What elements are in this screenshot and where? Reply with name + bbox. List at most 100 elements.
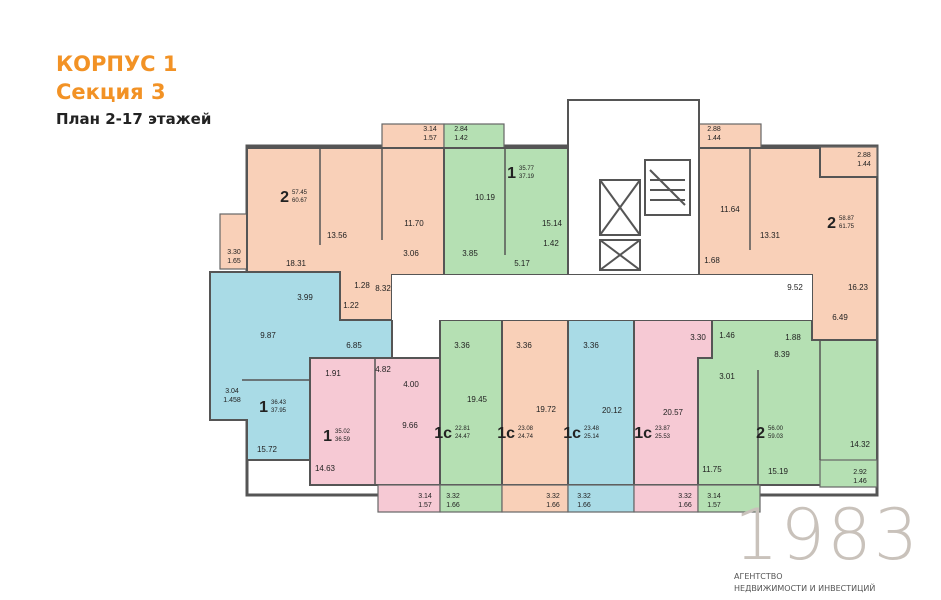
- apartment-area: 23.08: [518, 426, 534, 432]
- balcony-reduced-area: 1.458: [223, 397, 241, 404]
- apartment-total-area: 37.95: [271, 408, 287, 414]
- logo-number: 1983: [734, 494, 921, 576]
- apartment-area: 36.43: [271, 400, 287, 406]
- corridor: [392, 275, 812, 320]
- apartment-area: 23.48: [584, 426, 600, 432]
- balcony-reduced-area: 1.44: [857, 161, 871, 168]
- balcony-reduced-area: 1.57: [707, 502, 721, 509]
- plan-subtitle: План 2-17 этажей: [56, 110, 212, 128]
- room-area: 4.82: [375, 365, 391, 374]
- room-area: 20.12: [602, 406, 623, 415]
- balcony-reduced-area: 1.66: [577, 502, 591, 509]
- apartment-total-area: 37.19: [519, 174, 535, 180]
- room-area: 1.22: [343, 301, 359, 310]
- apartment-rooms: 1с: [634, 425, 652, 442]
- apartment-rooms: 1: [259, 399, 268, 416]
- balcony-9: [567, 484, 635, 513]
- balcony-10: [633, 484, 699, 513]
- balcony-reduced-area: 1.57: [423, 135, 437, 142]
- balcony-1: [443, 123, 505, 149]
- apartment-area: 35.02: [335, 429, 351, 435]
- balcony-reduced-area: 1.44: [707, 135, 721, 142]
- room-area: 3.36: [454, 341, 470, 350]
- room-area: 15.72: [257, 445, 278, 454]
- room-area: 10.19: [475, 193, 496, 202]
- apartment-rooms: 1с: [434, 425, 452, 442]
- logo-line-2: НЕДВИЖИМОСТИ И ИНВЕСТИЦИЙ: [734, 584, 876, 593]
- room-area: 11.70: [404, 219, 424, 228]
- apartment-rooms: 2: [280, 189, 289, 206]
- room-area-labels: 13.5618.3111.703.068.321.281.2210.193.85…: [257, 193, 871, 476]
- room-area: 15.19: [768, 467, 789, 476]
- balcony-reduced-area: 1.66: [546, 502, 560, 509]
- apartment-area: 58.87: [839, 216, 855, 222]
- balcony-reduced-area: 1.65: [227, 258, 241, 265]
- balcony-area: 3.14: [418, 493, 432, 500]
- room-area: 11.75: [702, 465, 722, 474]
- room-area: 3.99: [297, 293, 313, 302]
- apartment-area: 23.87: [655, 426, 671, 432]
- apartment-area: 22.81: [455, 426, 471, 432]
- balcony-area: 3.30: [227, 249, 241, 256]
- apartment-total-area: 24.74: [518, 434, 534, 440]
- balcony-4: [219, 213, 251, 270]
- balcony-area: 3.32: [678, 493, 692, 500]
- room-area: 11.64: [720, 205, 740, 214]
- room-area: 3.36: [583, 341, 599, 350]
- room-area: 14.32: [850, 440, 871, 449]
- balcony-reduced-area: 1.46: [853, 478, 867, 485]
- room-area: 9.52: [787, 283, 803, 292]
- room-area: 15.14: [542, 219, 563, 228]
- room-area: 3.36: [516, 341, 532, 350]
- room-area: 9.66: [402, 421, 418, 430]
- stair-core: [567, 99, 700, 276]
- room-area: 19.72: [536, 405, 557, 414]
- apt-studio-green: [439, 319, 503, 486]
- section-title: Секция 3: [56, 80, 166, 104]
- balcony-6: [377, 484, 441, 513]
- room-area: 1.46: [719, 331, 735, 340]
- room-area: 3.01: [719, 372, 735, 381]
- building-title: КОРПУС 1: [56, 52, 178, 76]
- apartment-total-area: 59.03: [768, 434, 784, 440]
- balcony-area: 3.32: [577, 493, 591, 500]
- balcony-area: 3.14: [707, 493, 721, 500]
- balcony-area: 3.14: [423, 126, 437, 133]
- apartment-area: 57.45: [292, 190, 308, 196]
- balcony-7: [439, 484, 503, 513]
- room-area: 5.17: [514, 259, 530, 268]
- balcony-area: 3.32: [546, 493, 560, 500]
- room-area: 13.56: [327, 231, 348, 240]
- room-area: 20.57: [663, 408, 684, 417]
- balcony-labels: 3.141.572.841.422.881.442.881.443.301.65…: [223, 126, 871, 509]
- balcony-area: 2.88: [857, 152, 871, 159]
- apartment-total-area: 60.67: [292, 198, 308, 204]
- room-area: 4.00: [403, 380, 419, 389]
- balconies-top: [219, 123, 878, 418]
- apartment-total-area: 24.47: [455, 434, 471, 440]
- room-area: 19.45: [467, 395, 488, 404]
- room-area: 3.30: [690, 333, 706, 342]
- room-area: 6.85: [346, 341, 362, 350]
- apartment-rooms: 1: [323, 428, 332, 445]
- apartment-total-area: 25.53: [655, 434, 671, 440]
- apartment-rooms: 2: [827, 215, 836, 232]
- partition-walls: [242, 148, 821, 485]
- agency-logo: 1983 АГЕНТСТВО НЕДВИЖИМОСТИ И ИНВЕСТИЦИЙ: [734, 500, 920, 594]
- room-area: 14.63: [315, 464, 336, 473]
- room-area: 18.31: [286, 259, 307, 268]
- balcony-area: 2.88: [707, 126, 721, 133]
- apt-studio-orange: [501, 319, 569, 486]
- apartment-rooms: 1: [507, 165, 516, 182]
- room-area: 8.32: [375, 284, 391, 293]
- apartment-total-area: 25.14: [584, 434, 600, 440]
- apartment-total-area: 61.75: [839, 224, 855, 230]
- logo-line-1: АГЕНТСТВО: [734, 572, 783, 581]
- plan-heading: КОРПУС 1 Секция 3 План 2-17 этажей: [56, 50, 211, 129]
- balcony-area: 2.92: [853, 469, 867, 476]
- room-area: 8.39: [774, 350, 790, 359]
- room-area: 1.68: [704, 256, 720, 265]
- room-area: 9.87: [260, 331, 276, 340]
- room-area: 1.28: [354, 281, 370, 290]
- room-area: 13.31: [760, 231, 781, 240]
